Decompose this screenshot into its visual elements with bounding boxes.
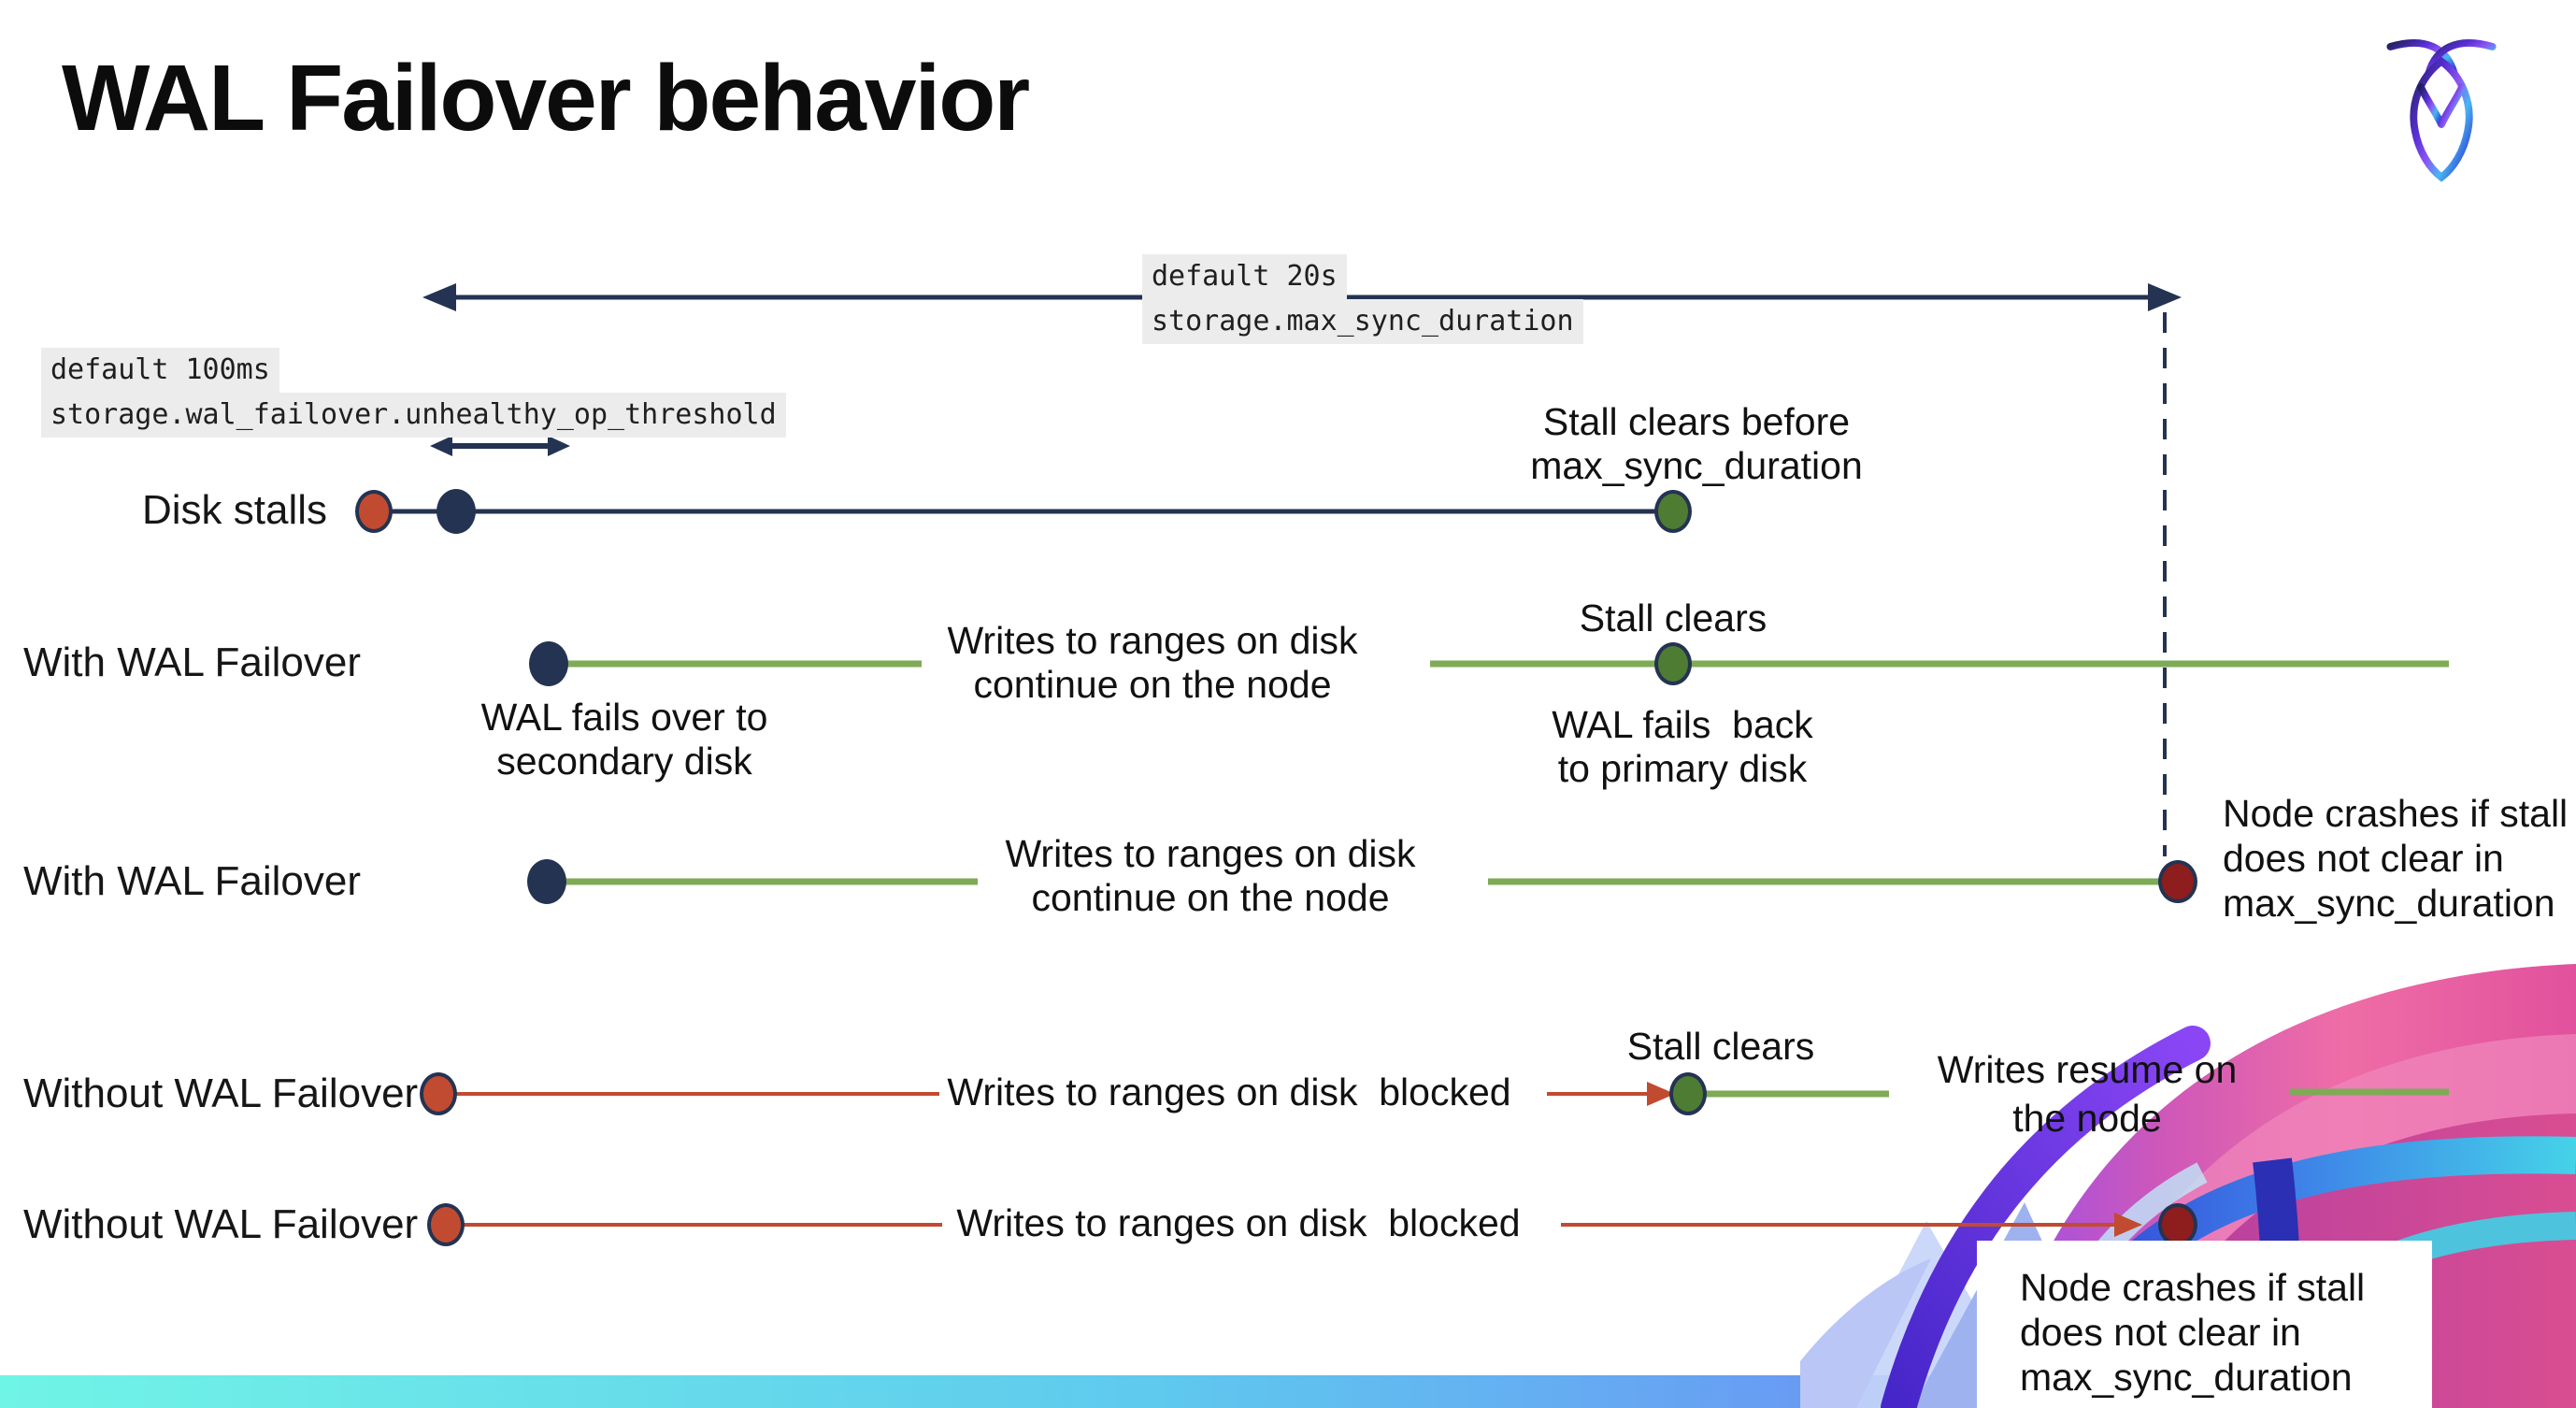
stall-clears-note: Stall clears — [1626, 1025, 1815, 1068]
writes-continue-note: Writes to ranges on disk continue on the… — [1005, 832, 1416, 919]
page-title: WAL Failover behavior — [62, 46, 1030, 151]
node-crash-note: Node crashes if stall does not clear in … — [2020, 1266, 2366, 1399]
unhealthy-op-setting-name: storage.wal_failover.unhealthy_op_thresh… — [41, 393, 786, 438]
row-label-without-wal-2: Without WAL Failover — [23, 1201, 419, 1247]
writes-blocked-line-a — [464, 1223, 942, 1227]
small-arrow-left-head-icon — [430, 436, 452, 456]
threshold-dot — [436, 489, 476, 534]
writes-continue-line-a — [561, 660, 922, 668]
row-label-without-wal-1: Without WAL Failover — [23, 1070, 419, 1116]
writes-continue-line-a — [559, 878, 978, 885]
red-arrow-head-icon — [2114, 1213, 2142, 1237]
writes-resume-note: Writes resume on the node — [1937, 1048, 2238, 1140]
max-sync-default-label: default 20s — [1142, 254, 1347, 299]
writes-resume-line-a — [1701, 1090, 1889, 1098]
unhealthy-op-threshold-callout: default 100ms storage.wal_failover.unhea… — [41, 348, 786, 438]
max-sync-duration-callout: default 20s storage.max_sync_duration — [1142, 254, 1583, 344]
writes-blocked-line-b — [1547, 1092, 1650, 1096]
failover-dot — [527, 859, 566, 904]
max-sync-setting-name: storage.max_sync_duration — [1142, 299, 1583, 344]
failover-dot — [529, 641, 568, 686]
writes-continue-line-b — [1488, 878, 2165, 885]
disk-stalls-timeline — [374, 509, 1673, 514]
writes-blocked-line-b — [1561, 1223, 2114, 1227]
stall-clears-note: Stall clears — [1579, 596, 1767, 639]
stall-clear-dot — [1654, 490, 1692, 533]
row-label-with-wal-2: With WAL Failover — [23, 858, 362, 904]
unhealthy-op-threshold-arrow-line — [451, 443, 548, 449]
writes-continue-line-b — [1430, 660, 2449, 668]
wal-fails-over-note: WAL fails over to secondary disk — [480, 696, 768, 783]
stall-start-dot — [355, 490, 393, 533]
writes-continue-note: Writes to ranges on disk continue on the… — [947, 619, 1358, 706]
row-label-disk-stalls: Disk stalls — [141, 487, 327, 533]
arrow-left-head-icon — [422, 283, 456, 311]
writes-blocked-line-a — [456, 1092, 939, 1096]
writes-blocked-note: Writes to ranges on disk blocked — [947, 1070, 1511, 1113]
row-label-with-wal-1: With WAL Failover — [23, 639, 362, 685]
writes-blocked-note: Writes to ranges on disk blocked — [956, 1201, 1521, 1244]
stall-clear-dot — [1669, 1072, 1707, 1115]
writes-resume-line-b — [2290, 1088, 2449, 1096]
wal-fails-back-note: WAL fails back to primary disk — [1552, 703, 1813, 790]
node-crash-note: Node crashes if stall does not clear in … — [2223, 792, 2569, 925]
max-sync-deadline-dashed-line — [2163, 312, 2167, 856]
unhealthy-op-default-label: default 100ms — [41, 348, 279, 393]
stall-clear-dot — [1654, 642, 1692, 685]
arrow-right-head-icon — [2148, 283, 2182, 311]
cockroachdb-logo-icon — [2386, 39, 2497, 182]
stall-clears-before-note: Stall clears before max_sync_duration — [1530, 400, 1863, 487]
stall-start-dot — [427, 1203, 465, 1246]
crash-note-box: Node crashes if stall does not clear in … — [1977, 1241, 2432, 1408]
node-crash-dot — [2158, 860, 2197, 903]
small-arrow-right-head-icon — [548, 436, 570, 456]
stall-start-dot — [420, 1072, 457, 1115]
